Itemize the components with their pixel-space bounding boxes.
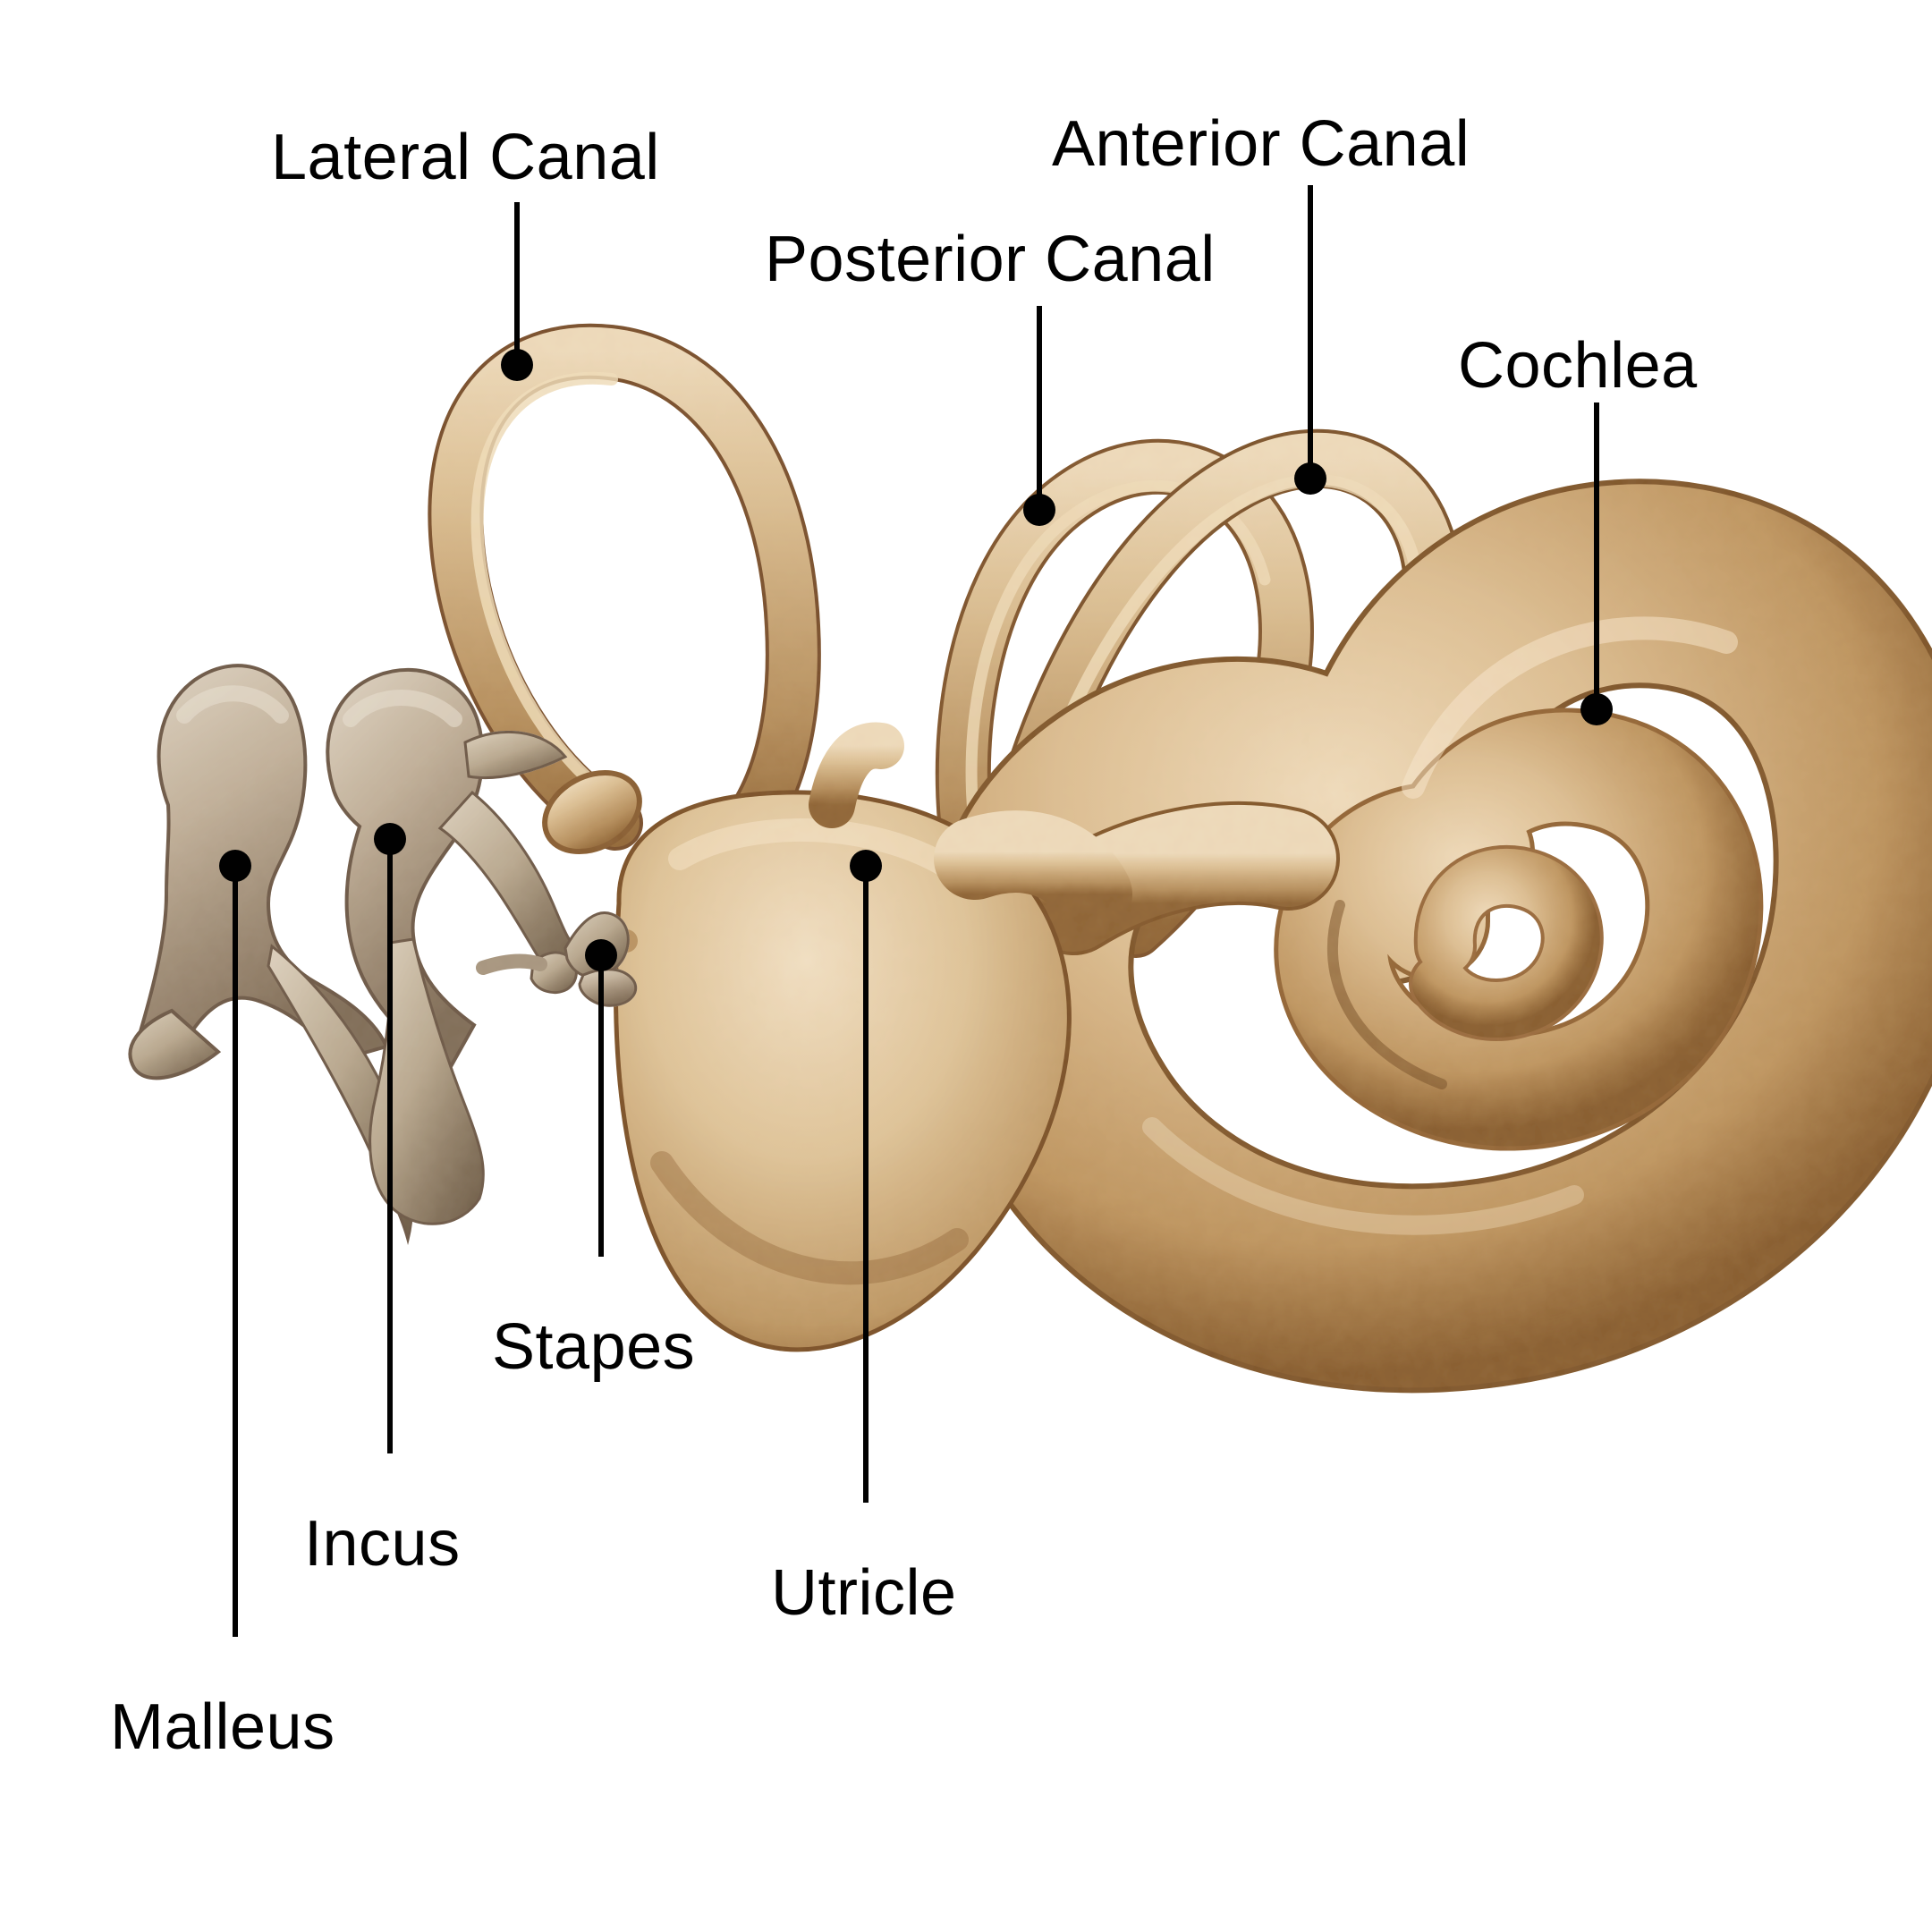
label-cochlea: Cochlea (1458, 330, 1698, 402)
malleus-bone (128, 664, 414, 1241)
saccule-stub (934, 810, 1132, 936)
utricle-vestibule (614, 722, 1072, 1352)
leader-stapes (585, 939, 617, 1257)
leader-dot-stapes (585, 939, 617, 971)
label-anterior-canal: Anterior Canal (1052, 108, 1470, 180)
leader-dot-utricle (850, 850, 882, 882)
label-incus: Incus (304, 1508, 461, 1580)
leader-lines-group (219, 185, 1613, 1637)
label-posterior-canal: Posterior Canal (765, 224, 1216, 295)
leader-incus (374, 823, 406, 1453)
leader-dot-posterior-canal (1023, 494, 1055, 526)
leader-malleus (219, 850, 251, 1637)
leader-dot-anterior-canal (1294, 462, 1326, 495)
leader-anterior-canal (1294, 185, 1326, 495)
leader-utricle (850, 850, 882, 1503)
incus-bone (326, 667, 582, 1225)
bony-labyrinth (428, 323, 1932, 1394)
label-stapes: Stapes (492, 1311, 696, 1383)
leader-dot-cochlea (1580, 693, 1613, 725)
leader-posterior-canal (1023, 306, 1055, 526)
label-lateral-canal: Lateral Canal (271, 122, 660, 193)
leader-dot-lateral-canal (501, 349, 533, 381)
lateral-canal-loop (428, 323, 821, 888)
leader-lateral-canal (501, 202, 533, 381)
label-utricle: Utricle (771, 1557, 957, 1629)
leader-cochlea (1580, 402, 1613, 725)
leader-dot-incus (374, 823, 406, 855)
ossicle-chain (128, 664, 638, 1241)
label-malleus: Malleus (110, 1691, 335, 1763)
leader-dot-malleus (219, 850, 251, 882)
